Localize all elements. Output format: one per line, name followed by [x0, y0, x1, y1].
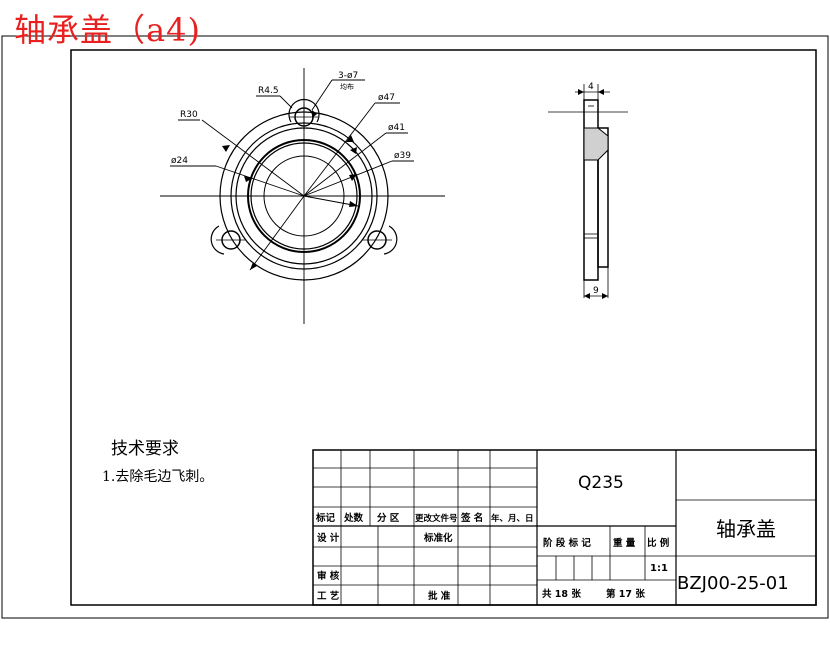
- dim-hole: 3-ø7: [338, 71, 358, 81]
- label-ratio: 比 例: [647, 537, 669, 549]
- label-check: 审 核: [317, 570, 340, 582]
- label-signature: 签 名: [460, 512, 483, 524]
- label-process: 工 艺: [317, 590, 340, 602]
- dim-radius: R30: [180, 110, 198, 120]
- title-block: [312, 449, 817, 606]
- material: Q235: [578, 473, 624, 493]
- label-change-doc: 更改文件号: [415, 513, 458, 524]
- outer-frame: [1, 35, 829, 619]
- dim-d41: ø41: [388, 123, 405, 133]
- dim-fillet: R4.5: [258, 86, 279, 96]
- dim-d47: ø47: [378, 93, 395, 103]
- label-count: 处数: [343, 512, 364, 524]
- drawing-number: BZJ00-25-01: [677, 573, 789, 594]
- part-name: 轴承盖: [716, 517, 776, 541]
- label-zone: 分 区: [377, 512, 400, 524]
- dim-thick-bottom: 9: [593, 286, 599, 296]
- label-approve: 批 准: [428, 590, 451, 602]
- label-mark: 标记: [315, 512, 336, 524]
- page-title: 轴承盖（a4): [14, 11, 201, 49]
- label-stage-mark: 阶 段 标 记: [543, 537, 591, 549]
- total-sheets: 共 18 张: [542, 588, 581, 600]
- side-view: [548, 84, 628, 299]
- tech-item-1: 1.去除毛边飞刺。: [102, 469, 214, 485]
- label-standardize: 标准化: [423, 532, 453, 544]
- dim-hole-note: 均布: [340, 82, 354, 91]
- label-date: 年、月、日: [491, 513, 534, 524]
- dim-d24: ø24: [171, 156, 188, 166]
- sheet-no: 第 17 张: [606, 588, 645, 600]
- label-weight: 重 量: [613, 537, 636, 549]
- dim-thick-top: 4: [588, 82, 594, 92]
- scale-value: 1:1: [650, 563, 668, 574]
- dim-d39: ø39: [394, 151, 411, 161]
- label-design: 设 计: [317, 532, 340, 544]
- tech-heading: 技术要求: [111, 439, 179, 459]
- front-view: [160, 68, 445, 324]
